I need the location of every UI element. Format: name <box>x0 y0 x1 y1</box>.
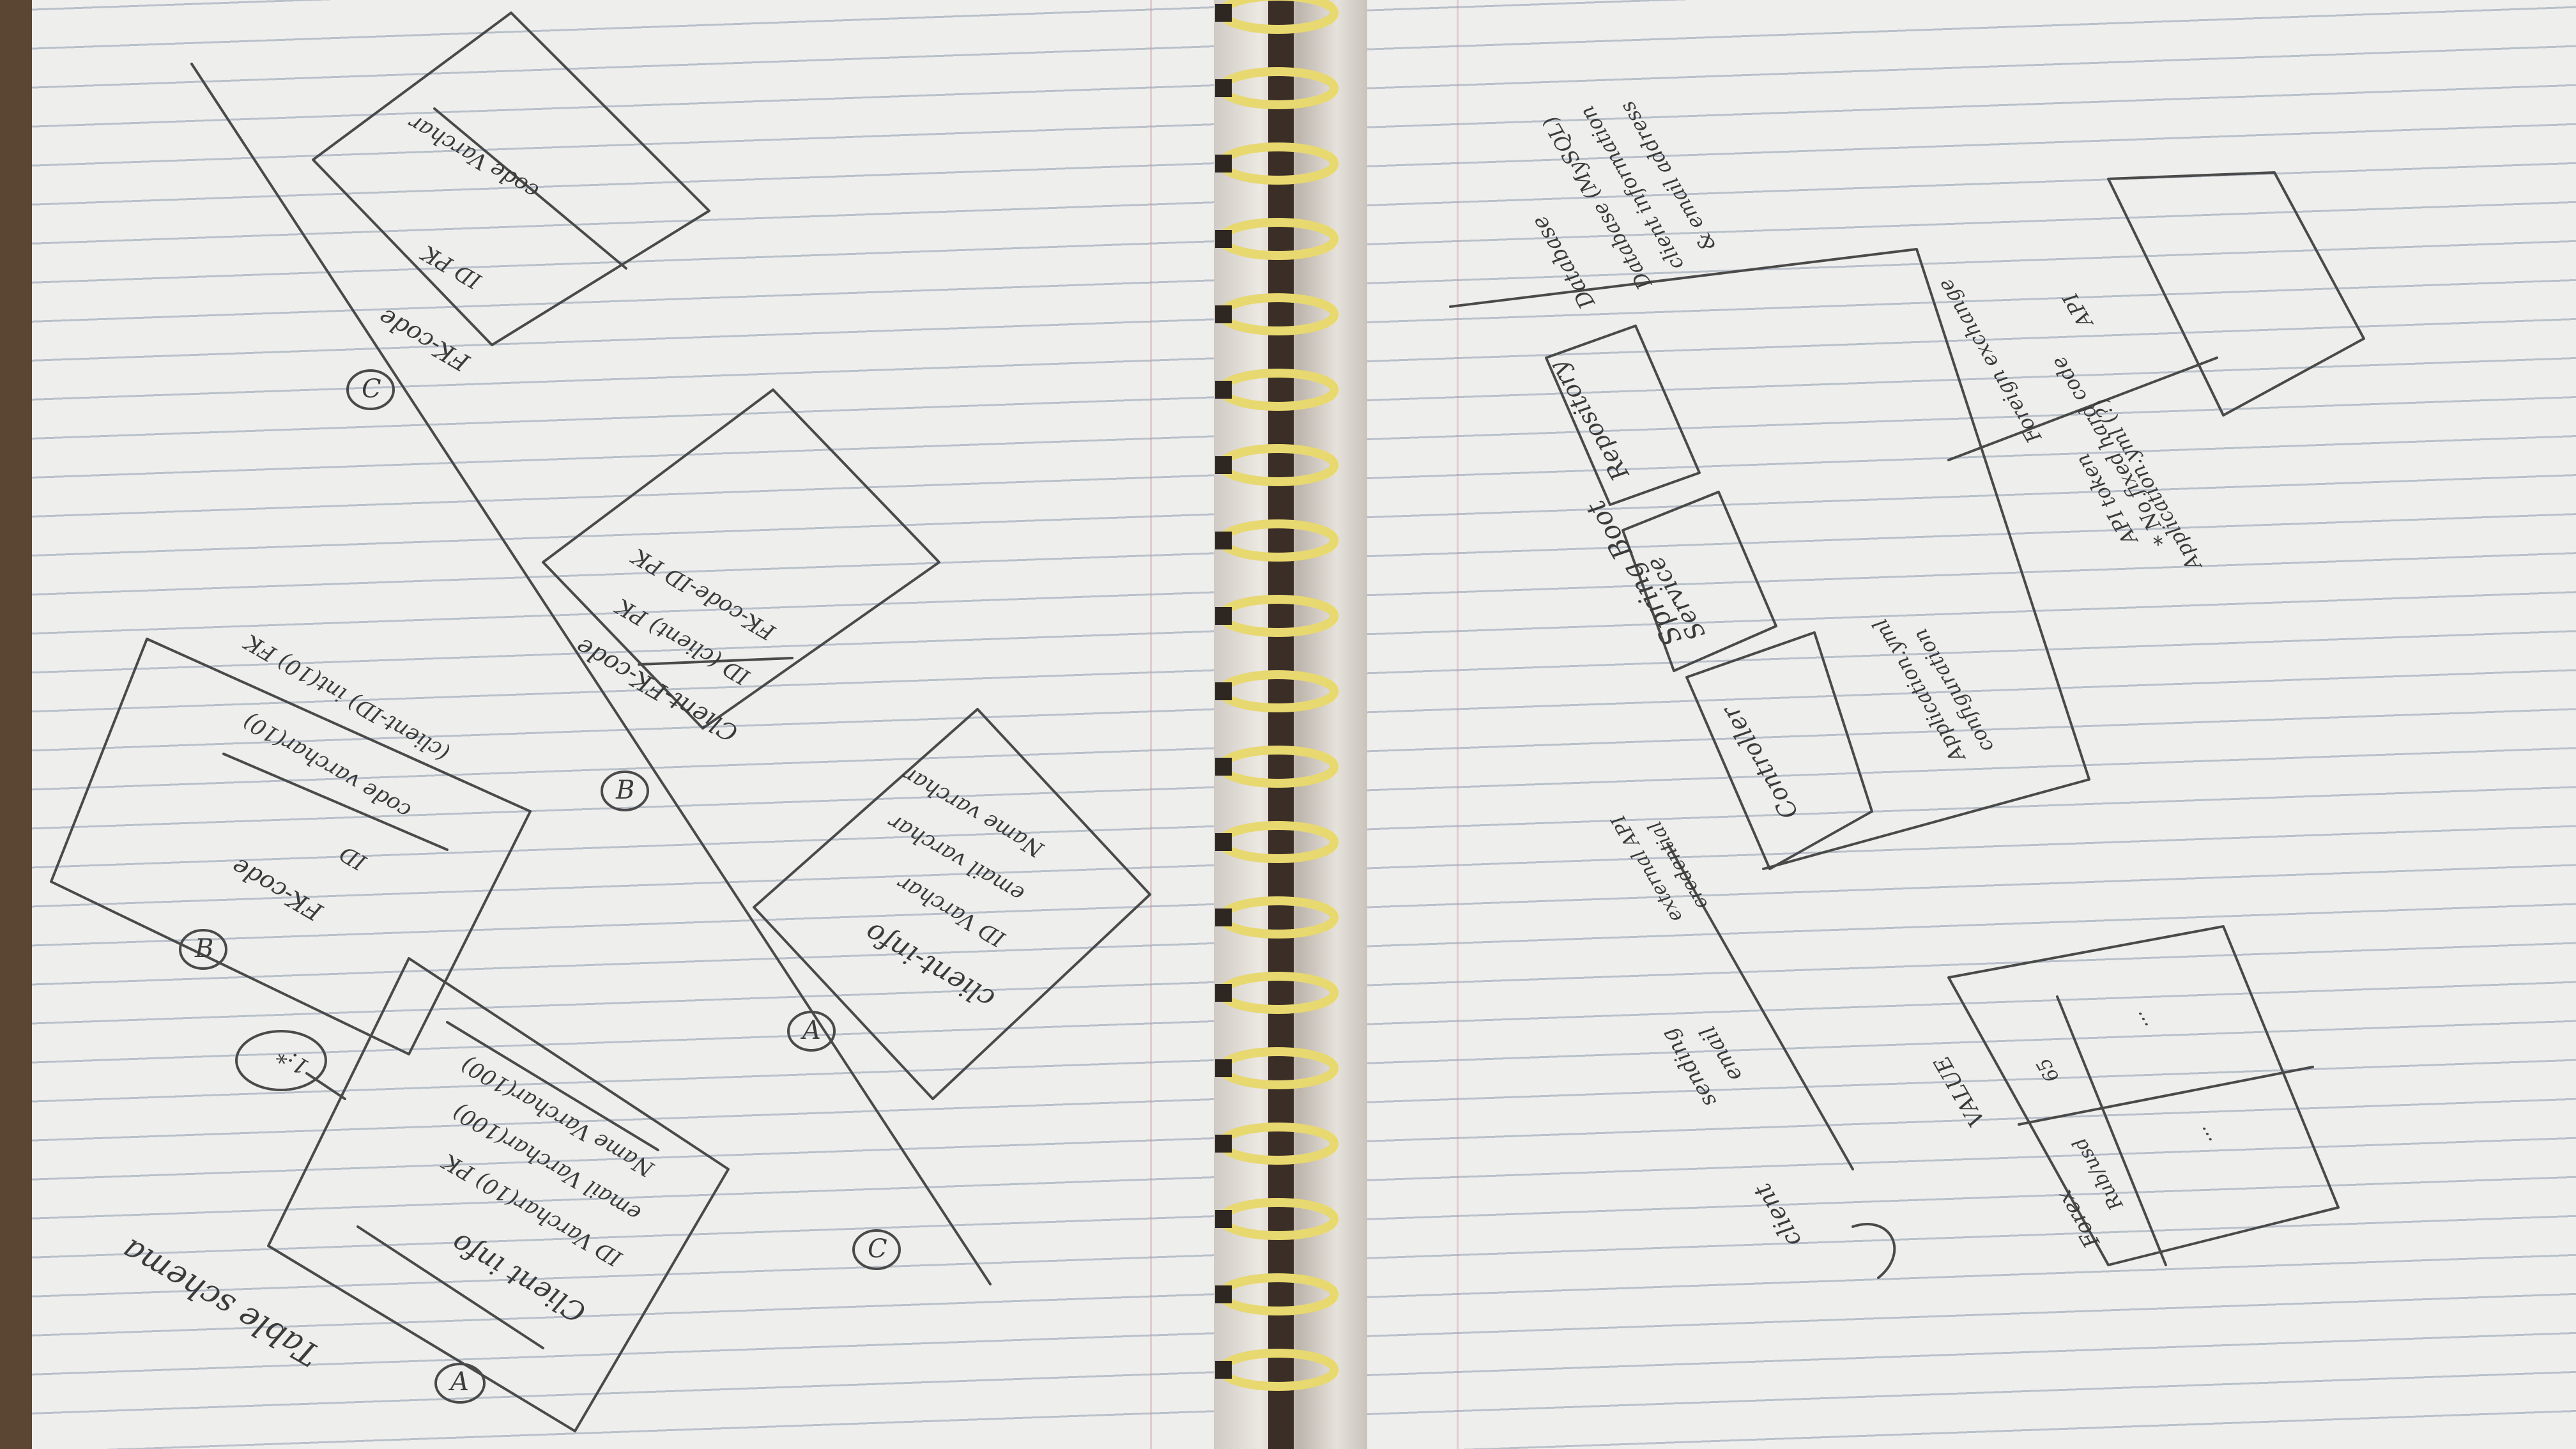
marker-circle-c2 <box>852 1229 901 1270</box>
binding-hole <box>1215 532 1232 549</box>
binding-hole <box>1215 230 1232 248</box>
forex-table-divider <box>2018 1066 2314 1126</box>
fk-code-table-box <box>50 638 532 1055</box>
repository-box <box>1545 325 1701 506</box>
table-divider <box>433 107 627 270</box>
foreign-exchange-api-box <box>2107 171 2365 417</box>
marker-circle-b <box>179 929 227 970</box>
binding-hole <box>1215 833 1232 851</box>
binding-hole <box>1215 1285 1232 1303</box>
spiral-binding <box>1215 0 1338 1391</box>
binding-hole <box>1215 1059 1232 1077</box>
marker-label: C <box>362 374 381 404</box>
send-email-arrow <box>1666 842 1854 1170</box>
table-divider <box>446 1021 659 1151</box>
marker-circle-a <box>434 1363 486 1404</box>
binding-hole <box>1215 1210 1232 1228</box>
binding-hole <box>1215 4 1232 22</box>
margin-line <box>1150 0 1152 1449</box>
client-info-table-box <box>267 957 730 1432</box>
client-fk-code-table-box <box>542 388 940 730</box>
relation-line <box>190 63 992 1285</box>
controller-box <box>1685 631 1873 870</box>
binding-hole <box>1215 984 1232 1002</box>
marker-circle-c <box>346 369 395 410</box>
binding-hole <box>1215 908 1232 926</box>
client-info-a-table-box <box>753 708 1151 1100</box>
marker-label: B <box>195 934 214 963</box>
left-page-sketch <box>50 12 1151 1432</box>
binding-hole <box>1215 456 1232 474</box>
relation-line <box>638 657 793 666</box>
marker-label: B <box>616 776 635 805</box>
marker-label: A <box>802 1016 821 1045</box>
binding-hole <box>1215 155 1232 172</box>
forex-table-box <box>1947 925 2340 1266</box>
table-divider <box>222 753 448 851</box>
margin-line <box>1457 0 1459 1449</box>
spring-boot-outline <box>1449 248 2090 870</box>
binding-hole <box>1215 682 1232 700</box>
binding-hole <box>1215 758 1232 776</box>
marker-label: A <box>450 1367 469 1397</box>
marker-label: C <box>868 1234 887 1264</box>
binding-hole <box>1215 381 1232 399</box>
service-box <box>1621 491 1777 672</box>
left-page <box>32 0 1220 1449</box>
table-divider <box>356 1225 544 1349</box>
spine-gap <box>1268 0 1294 1449</box>
binding-hole <box>1215 79 1232 97</box>
binding-hole <box>1215 607 1232 625</box>
binding-hole <box>1215 1135 1232 1153</box>
relation-line <box>305 1072 346 1100</box>
fk-code-c-table-box <box>312 12 710 346</box>
binding-hole <box>1215 1361 1232 1379</box>
relation-bubble <box>235 1030 327 1091</box>
client-icon <box>1851 1223 1896 1279</box>
binding-hole <box>1215 305 1232 323</box>
api-arrow <box>1947 356 2218 461</box>
right-page <box>1361 0 2576 1449</box>
marker-circle-b2 <box>601 770 649 811</box>
forex-table-divider <box>2056 995 2167 1266</box>
